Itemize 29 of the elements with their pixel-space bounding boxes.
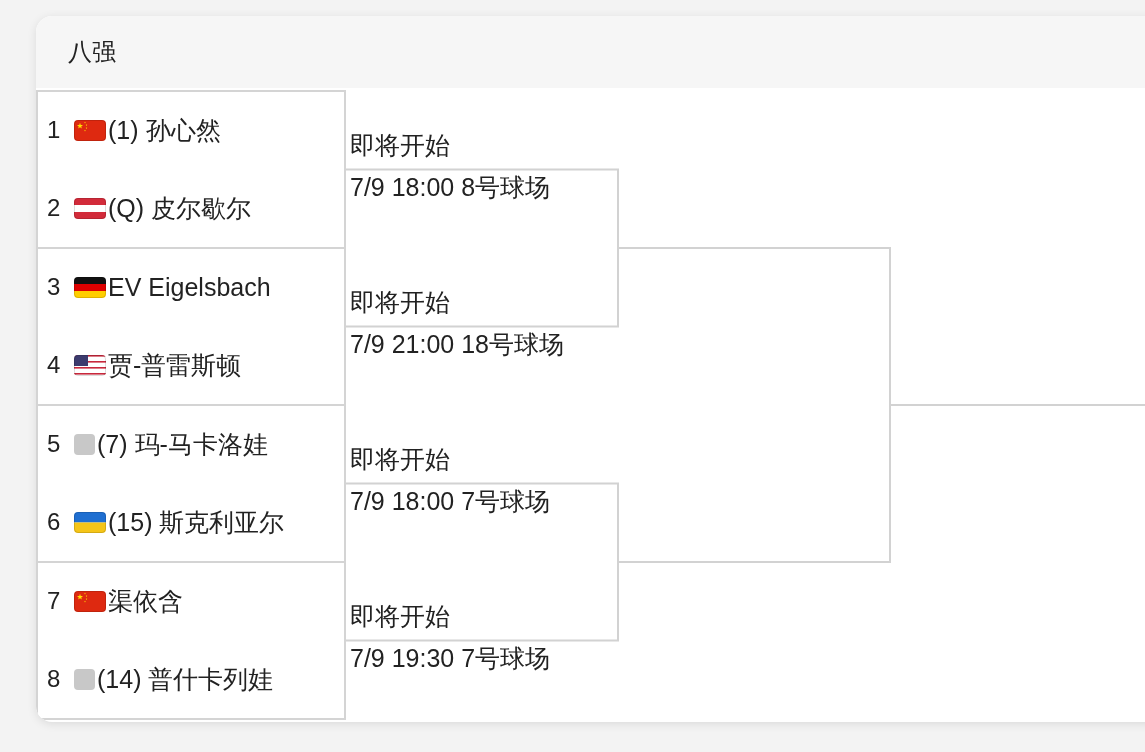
match-schedule: 7/9 21:00 18号球场 xyxy=(350,328,564,359)
player-name: 贾-普雷斯顿 xyxy=(108,350,242,380)
match-status: 即将开始 xyxy=(350,129,450,160)
match-box xyxy=(36,561,346,720)
draw-position: 3 xyxy=(47,272,62,302)
match-status: 即将开始 xyxy=(350,443,450,474)
player-name: (15) 斯克利亚尔 xyxy=(108,507,285,537)
match-box xyxy=(36,247,346,406)
draw-position: 2 xyxy=(47,193,62,223)
draw-position: 4 xyxy=(47,350,62,380)
match-box xyxy=(36,90,346,249)
player-name: (Q) 皮尔歇尔 xyxy=(108,193,252,223)
draw-position: 5 xyxy=(47,429,62,459)
draw-position: 7 xyxy=(47,586,62,616)
player-name: 渠依含 xyxy=(108,586,183,616)
match-schedule: 7/9 18:00 8号球场 xyxy=(350,171,551,202)
match-status: 即将开始 xyxy=(350,286,450,317)
draw-position: 6 xyxy=(47,507,62,537)
draw-position: 8 xyxy=(47,664,62,694)
draw-position: 1 xyxy=(47,115,62,145)
player-name: (1) 孙心然 xyxy=(108,115,221,145)
player-name: EV Eigelsbach xyxy=(108,272,271,302)
match-status: 即将开始 xyxy=(350,600,450,631)
match-schedule: 7/9 18:00 7号球场 xyxy=(350,485,551,516)
player-name: (14) 普什卡列娃 xyxy=(97,664,274,694)
bracket-title: 八强 xyxy=(68,37,116,67)
match-box xyxy=(36,404,346,563)
player-name: (7) 玛-马卡洛娃 xyxy=(97,429,268,459)
match-schedule: 7/9 19:30 7号球场 xyxy=(350,642,551,673)
